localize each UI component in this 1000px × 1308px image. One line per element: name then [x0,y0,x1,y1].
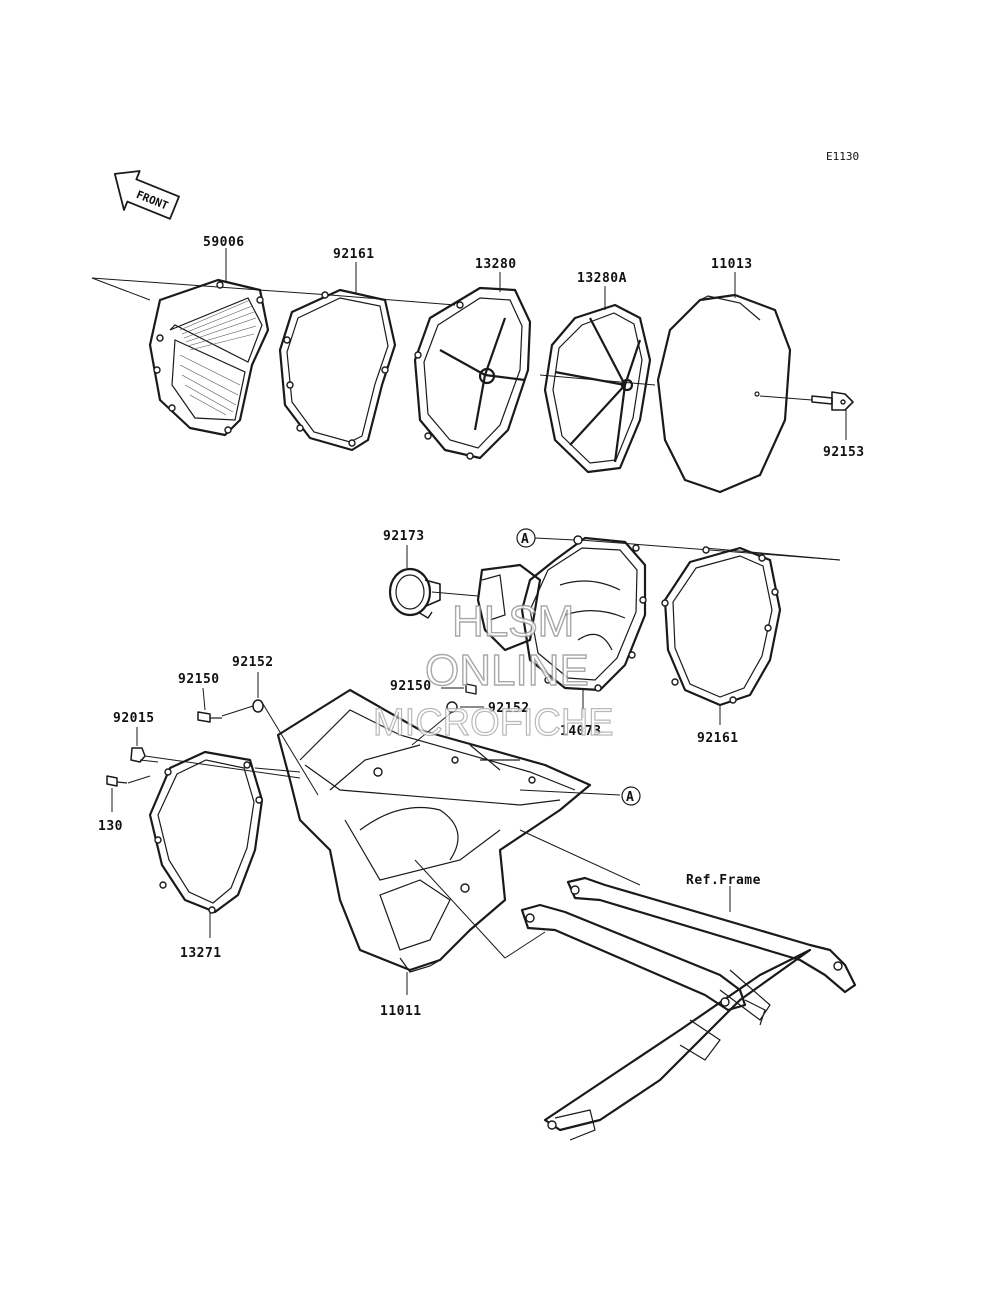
callout-a-bottom [621,786,641,806]
svg-text:HLSM: HLSM [452,597,574,646]
part-13280-label: 13280 [475,257,517,272]
washer-92152-left [252,699,264,713]
part-14073-label: 14073 [560,724,602,739]
callout-a-top-label: A [521,532,529,547]
part-92150-mid-label: 92150 [390,679,432,694]
svg-text:MICROFICHE: MICROFICHE [373,702,614,744]
part-92152-left-label: 92152 [232,655,274,670]
part-92015-label: 92015 [113,711,155,726]
bolt-92150-mid [465,683,477,695]
part-130-label: 130 [98,819,123,834]
part-11011-label: 11011 [380,1004,422,1019]
part-59006-label: 59006 [203,235,245,250]
part-13280A-label: 13280A [577,271,627,286]
subframe-ref [520,876,857,1141]
nut-92015 [130,747,146,763]
gasket-92161-top [278,288,397,452]
ref-frame-label: Ref.Frame [686,873,761,888]
part-92152-mid-label: 92152 [488,701,530,716]
wing-bolt-92153 [759,391,854,411]
airbox-11011 [276,688,592,973]
svg-text:ONLINE: ONLINE [425,646,589,695]
callout-a-bottom-label: A [626,790,634,805]
bolt-130 [106,775,128,787]
gasket-92161-mid [661,546,782,707]
diagram-code: E1130 [826,150,859,163]
watermark: HLSM ONLINE MICROFICHE [372,596,614,744]
part-11013-label: 11013 [711,257,753,272]
filter-frame-13280A [543,303,652,474]
gasket-13271 [148,750,264,914]
part-92153-label: 92153 [823,445,865,460]
filter-holder-13280 [413,286,532,460]
part-13271-label: 13271 [180,946,222,961]
clamp-92173 [388,567,441,619]
part-92161-top-label: 92161 [333,247,375,262]
screen-guard-59006 [148,278,270,437]
air-filter-11013 [656,293,792,494]
bolt-92150-left [197,711,222,723]
part-92150-left-label: 92150 [178,672,220,687]
part-92161-mid-label: 92161 [697,731,739,746]
front-arrow-icon: FRONT [113,170,180,220]
part-92173-label: 92173 [383,529,425,544]
duct-14073 [476,535,647,692]
